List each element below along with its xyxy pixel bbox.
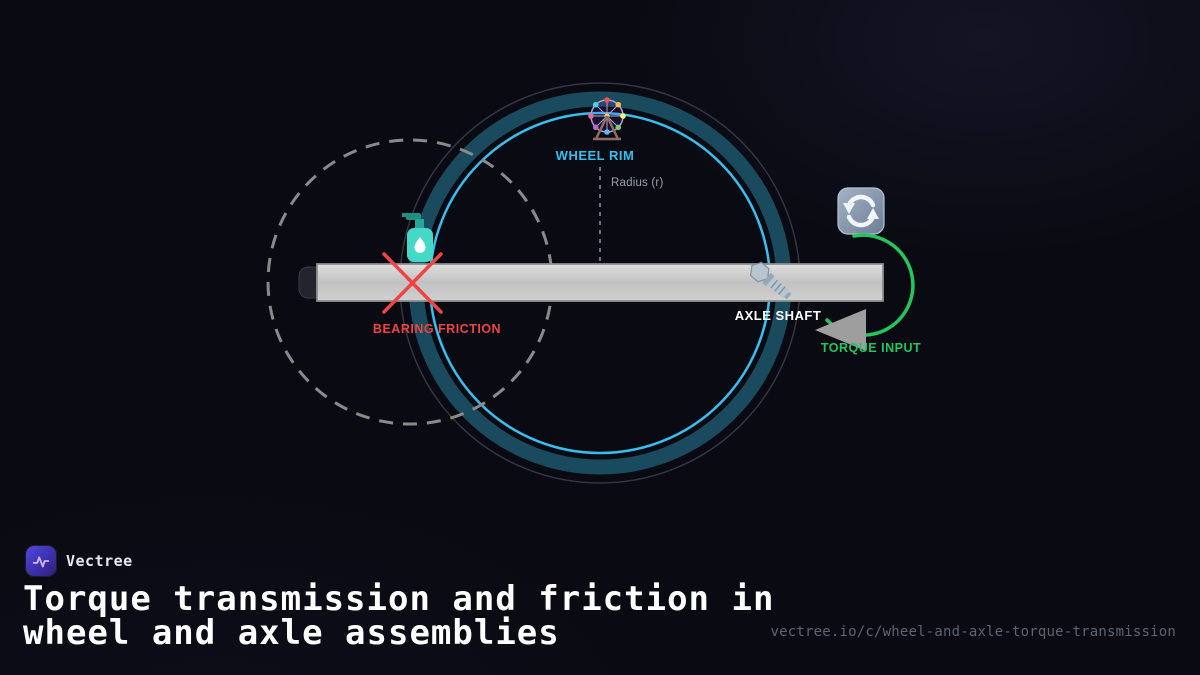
waveform-logo-icon bbox=[32, 556, 50, 568]
page-title: Torque transmission and friction in whee… bbox=[23, 582, 774, 650]
bolt-icon bbox=[750, 261, 792, 300]
lotion-bottle-icon bbox=[402, 213, 433, 262]
cycle-arrows-icon bbox=[837, 187, 885, 235]
vectree-logo bbox=[26, 546, 56, 576]
wheel-rim-label: WHEEL RIM bbox=[555, 148, 635, 163]
friction-x-icon bbox=[382, 252, 443, 314]
axle-shaft-label: AXLE SHAFT bbox=[734, 308, 822, 323]
page-url: vectree.io/c/wheel-and-axle-torque-trans… bbox=[770, 624, 1176, 640]
page-title-line2: wheel and axle assemblies bbox=[23, 613, 560, 653]
torque-input-label: TORQUE INPUT bbox=[820, 341, 922, 355]
left-arrow-icon bbox=[815, 309, 866, 351]
bearing-friction-label: BEARING FRICTION bbox=[372, 322, 502, 336]
brand-name: Vectree bbox=[66, 552, 133, 570]
page-title-line1: Torque transmission and friction in bbox=[23, 579, 775, 619]
radius-label: Radius (r) bbox=[611, 177, 664, 189]
ferris-wheel-icon bbox=[588, 97, 626, 141]
